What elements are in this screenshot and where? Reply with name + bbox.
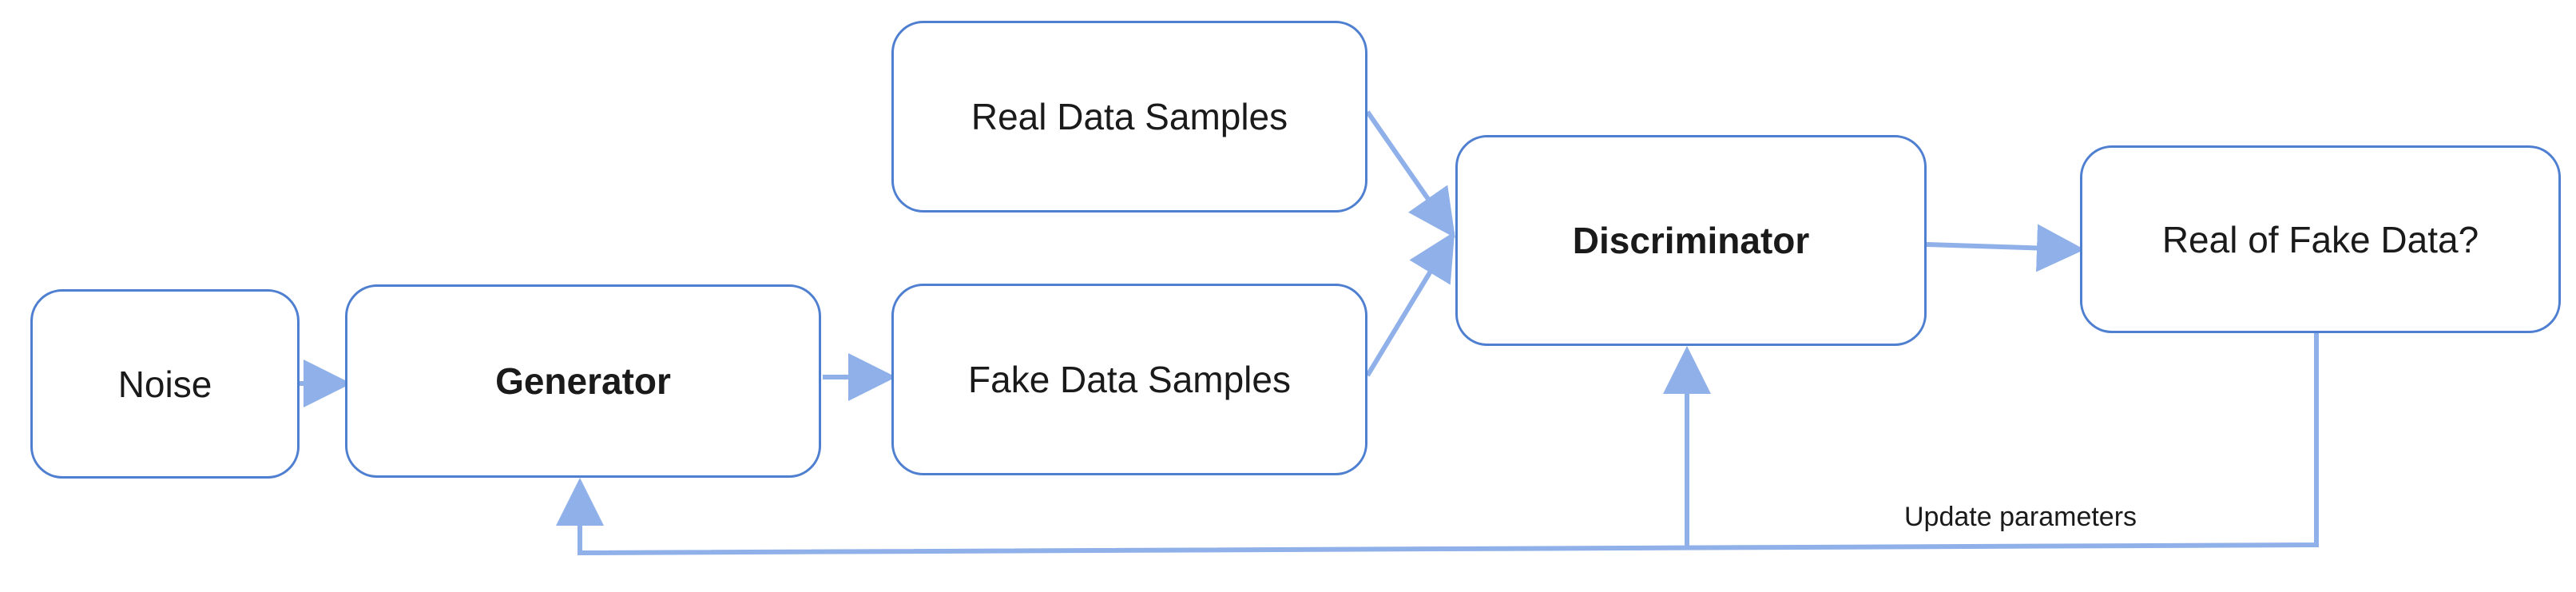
edge-real-to-discriminator [1365,110,1455,238]
update-parameters-label: Update parameters [1904,502,2137,532]
real-data-samples-label: Real Data Samples [970,96,1288,137]
discriminator-node: Discriminator [1455,135,1927,346]
discriminator-label: Discriminator [1572,220,1810,261]
noise-label: Noise [117,363,212,405]
generator-label: Generator [495,360,671,402]
output-node: Real of Fake Data? [2080,145,2561,333]
generator-node: Generator [345,284,821,478]
edge-feedback-line [556,333,2319,556]
edge-fake-to-discriminator [1365,231,1455,377]
fake-data-samples-node: Fake Data Samples [891,284,1367,475]
noise-node: Noise [30,289,300,479]
fake-data-samples-label: Fake Data Samples [968,359,1291,400]
output-label: Real of Fake Data? [2161,218,2479,260]
real-data-samples-node: Real Data Samples [891,21,1367,213]
edge-discriminator-to-output [1926,224,2085,272]
